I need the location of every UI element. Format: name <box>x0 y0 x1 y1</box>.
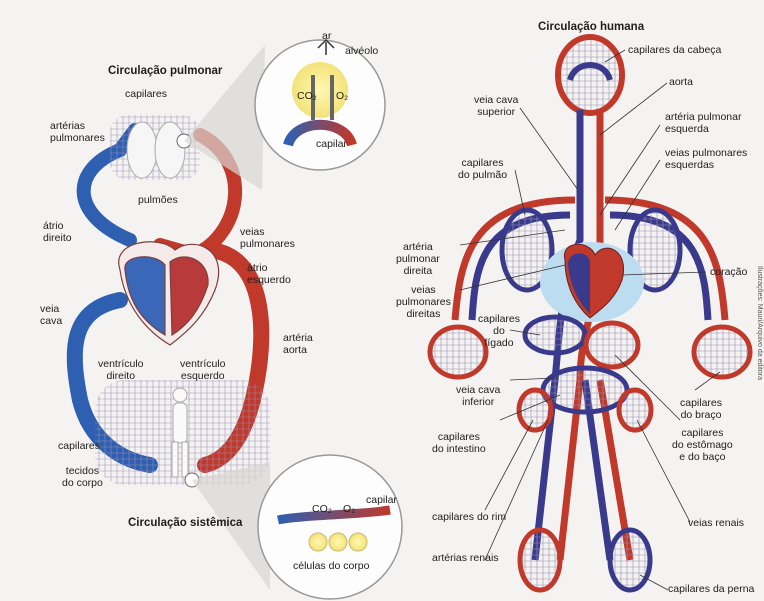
zoom-label-capilar-lower: capilar <box>366 494 397 506</box>
label-arteria-pulmonar-direita: artéria pulmonar direita <box>396 241 440 277</box>
head-capillaries <box>558 37 622 113</box>
label-arterias-pulmonares: artérias pulmonares <box>50 120 105 144</box>
label-capilares-cabeca: capilares da cabeça <box>628 44 721 56</box>
body-cells <box>309 533 367 551</box>
zoom-label-alveolo: alvéolo <box>345 45 378 57</box>
label-tecidos-do-corpo: tecidos do corpo <box>62 465 103 489</box>
label-veias-renais: veias renais <box>688 517 744 529</box>
label-capilares-bottom: capilares <box>58 440 100 452</box>
label-veias-pulmonares-direitas: veias pulmonares direitas <box>396 284 451 320</box>
label-veias-pulmonares-esquerdas: veias pulmonares esquerdas <box>665 147 747 171</box>
systemic-title: Circulação sistêmica <box>128 517 242 529</box>
leg-right-capillaries <box>610 530 650 590</box>
pulmonary-title: Circulação pulmonar <box>108 65 222 77</box>
lung-right-shape <box>155 122 185 178</box>
kidney-right <box>619 390 651 430</box>
label-capilares-estomago: capilares do estômago e do baço <box>672 427 733 463</box>
label-veias-pulmonares: veias pulmonares <box>240 226 295 250</box>
arm-right-capillaries <box>694 327 750 377</box>
stomach-capillaries <box>586 323 638 367</box>
leg-left-capillaries <box>520 530 560 590</box>
zoom-label-celulas: células do corpo <box>293 560 369 572</box>
zoom-circle-celulas <box>258 455 402 599</box>
label-ventriculo-direito: ventrículo direito <box>98 358 144 382</box>
liver-capillaries <box>525 317 585 353</box>
human-title: Circulação humana <box>538 21 644 33</box>
label-pulmoes: pulmões <box>138 194 178 206</box>
image-credit: Ilustrações: Mauri/Arquivo da editora <box>756 266 763 380</box>
label-capilares-top: capilares <box>125 88 167 100</box>
label-arteria-pulmonar-esquerda: artéria pulmonar esquerda <box>665 111 741 135</box>
label-capilares-perna: capilares da perna <box>668 583 754 595</box>
label-atrio-esquerdo: átrio esquerdo <box>247 262 291 286</box>
label-ventriculo-esquerdo: ventrículo esquerdo <box>180 358 226 382</box>
label-capilares-pulmao: capilares do pulmão <box>458 157 507 181</box>
label-capilares-intestino: capilares do intestino <box>432 431 486 455</box>
zoom-label-capilar-upper: capilar <box>316 138 347 150</box>
zoom-label-co2-upper: CO₂ <box>297 90 317 102</box>
heart-left <box>119 242 219 345</box>
label-veia-cava-superior: veia cava superior <box>474 94 518 118</box>
intestine-capillaries <box>543 368 627 412</box>
label-arteria-aorta: artéria aorta <box>283 332 313 356</box>
zoom-label-co2-lower: CO₂ <box>312 503 332 515</box>
label-capilares-braco: capilares do braço <box>680 397 722 421</box>
label-arterias-renais: artérias renais <box>432 552 499 564</box>
label-veia-cava-inferior: veia cava inferior <box>456 384 500 408</box>
label-aorta: aorta <box>669 76 693 88</box>
label-capilares-figado: capilares do fígado <box>478 313 520 349</box>
zoom-label-o2-upper: O₂ <box>336 90 348 102</box>
label-atrio-direito: átrio direito <box>43 220 72 244</box>
zoom-label-ar: ar <box>322 30 331 42</box>
zoom-label-o2-lower: O₂ <box>343 503 355 515</box>
label-capilares-rim: capilares do rim <box>432 511 506 523</box>
label-coracao: coração <box>710 266 747 278</box>
label-veia-cava: veia cava <box>40 303 62 327</box>
lung-left-shape <box>127 122 157 178</box>
